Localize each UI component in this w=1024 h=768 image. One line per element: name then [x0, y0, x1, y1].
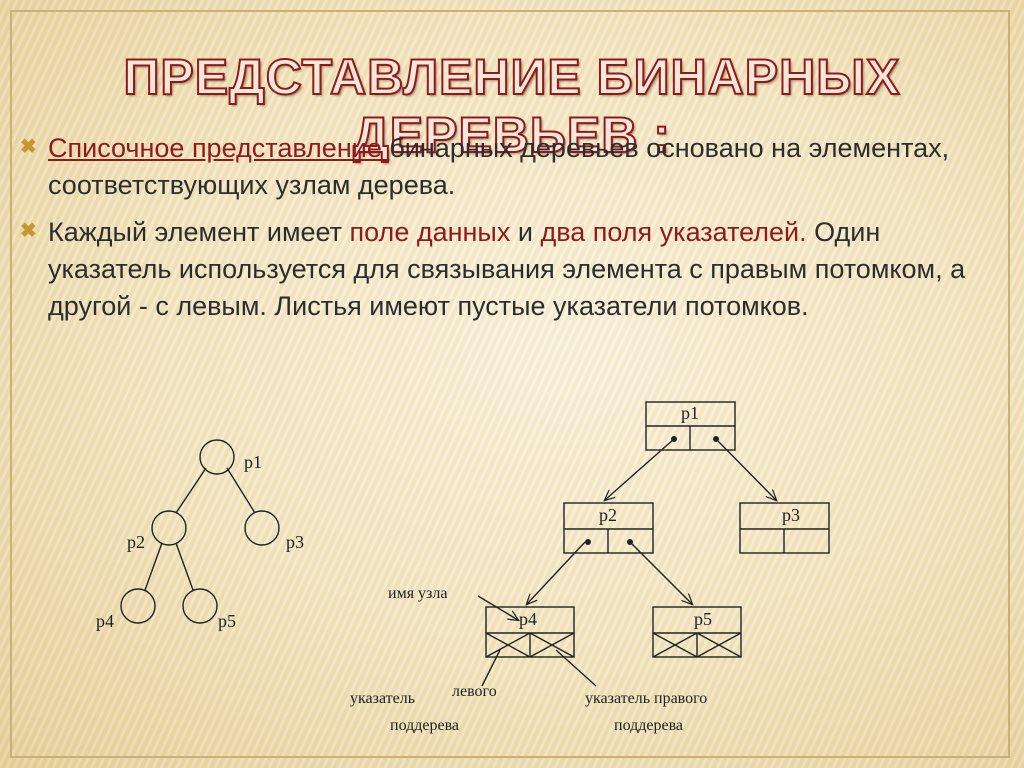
cross-bullet-icon: ✖: [20, 220, 37, 242]
pointer-p2-left: [527, 541, 586, 604]
highlight-list-representation: Списочное представление: [48, 133, 390, 163]
edge-p2-p4: [144, 542, 163, 591]
edge-p1-p2: [175, 467, 207, 514]
cross-bullet-icon: ✖: [20, 136, 37, 158]
pointer-p1-right: [715, 438, 776, 500]
annotation-right-line1: указатель правого: [585, 690, 707, 707]
annotation-left-line2: поддерева: [390, 717, 459, 734]
tree-node-p4: [120, 588, 156, 624]
bullet-list: ✖ Списочное представление бинарных дерев…: [20, 130, 1010, 325]
tree-node-p1: [199, 439, 235, 475]
bullet-item-1: ✖ Списочное представление бинарных дерев…: [20, 130, 1010, 204]
pointer-dot: [585, 539, 591, 545]
list-label-p2: p2: [599, 505, 617, 525]
bullet1-text: бинарных деревьев основано на элементах,…: [48, 133, 950, 200]
tree-label-p4: p4: [96, 611, 114, 631]
list-label-p4: p4: [519, 609, 537, 629]
pointer-dot: [671, 436, 677, 442]
bullet2-text-1: Каждый элемент имеет: [48, 217, 350, 247]
slide-frame: [10, 10, 1010, 758]
linked-tree: [477, 401, 830, 687]
highlight-data-field: поле данных: [349, 217, 511, 247]
circle-tree: [120, 439, 280, 624]
bullet2-text-3: Один указатель используется для связыван…: [48, 217, 966, 321]
tree-label-p1: p1: [244, 452, 262, 472]
bullet2-text-2: и: [510, 217, 541, 247]
list-label-p1: p1: [681, 403, 699, 423]
tree-node-p3: [244, 510, 280, 546]
bullet-item-2: ✖ Каждый элемент имеет поле данных и два…: [20, 214, 1010, 325]
annotation-node-name: имя узла: [388, 585, 447, 602]
pointer-p2-right: [629, 541, 692, 604]
tree-label-p5: p5: [218, 611, 236, 631]
annotation-left-word: левого: [452, 683, 497, 700]
annotation-node-name-line: [477, 595, 518, 620]
edge-p1-p3: [226, 467, 256, 514]
edge-p2-p5: [175, 542, 194, 591]
tree-label-p2: p2: [127, 532, 145, 552]
slide-title: ПРЕДСТАВЛЕНИЕ БИНАРНЫХ ДЕРЕВЬЕВ :: [122, 48, 901, 164]
highlight-pointer-fields: два поля указателей.: [540, 217, 807, 247]
annotation-right-line2: поддерева: [614, 717, 683, 734]
tree-label-p3: p3: [286, 532, 304, 552]
annotation-left-line1: указатель: [350, 690, 415, 707]
annotation-right-pointer-line: [555, 649, 597, 687]
annotation-left-pointer-line: [481, 649, 501, 687]
tree-node-p2: [151, 510, 187, 546]
tree-node-p5: [182, 588, 218, 624]
pointer-dot: [713, 436, 719, 442]
pointer-dot: [627, 539, 633, 545]
list-label-p3: p3: [782, 505, 800, 525]
pointer-p1-left: [605, 438, 675, 500]
list-label-p5: p5: [694, 609, 712, 629]
